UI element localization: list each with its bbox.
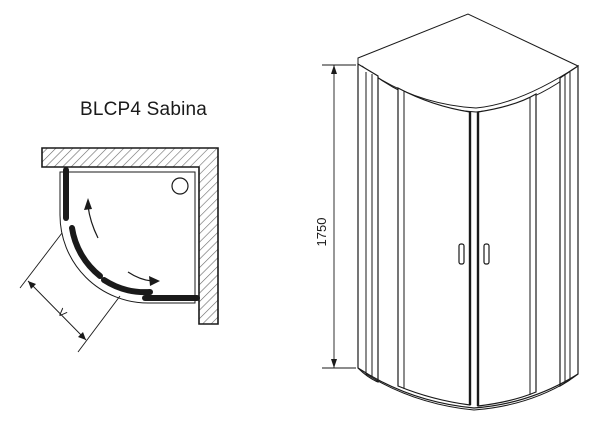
left-door-handle-icon xyxy=(458,243,465,265)
dim-v-extension-2 xyxy=(77,295,121,353)
wall-hatch xyxy=(41,147,219,325)
dim-v-arrow-2 xyxy=(78,332,86,340)
drain-icon xyxy=(171,177,189,195)
right-door-handle-icon xyxy=(483,243,490,265)
enclosure-top-inner xyxy=(361,65,575,113)
arrow-right-head xyxy=(149,276,160,286)
arrow-up-head xyxy=(84,198,92,210)
dim-v-extension-1 xyxy=(19,232,63,289)
right-sliding-door xyxy=(477,92,537,407)
enclosure-top xyxy=(357,13,580,109)
right-panel-frame xyxy=(559,64,579,388)
height-dim-arrow-bottom xyxy=(331,359,337,368)
sliding-door-arc-left xyxy=(69,225,103,279)
height-dim-label: 1750 xyxy=(314,218,329,247)
enclosure-bottom xyxy=(357,367,579,409)
height-dim-arrow-top xyxy=(331,65,337,74)
sliding-door-arc-right xyxy=(101,277,153,296)
shower-tray-outline xyxy=(59,171,196,304)
model-title: BLCP4 Sabina xyxy=(80,99,208,120)
left-panel-frame xyxy=(357,62,379,383)
dim-v-line xyxy=(27,280,87,341)
dim-v-arrow-1 xyxy=(28,281,36,289)
enclosure-bottom-inner xyxy=(365,373,571,411)
